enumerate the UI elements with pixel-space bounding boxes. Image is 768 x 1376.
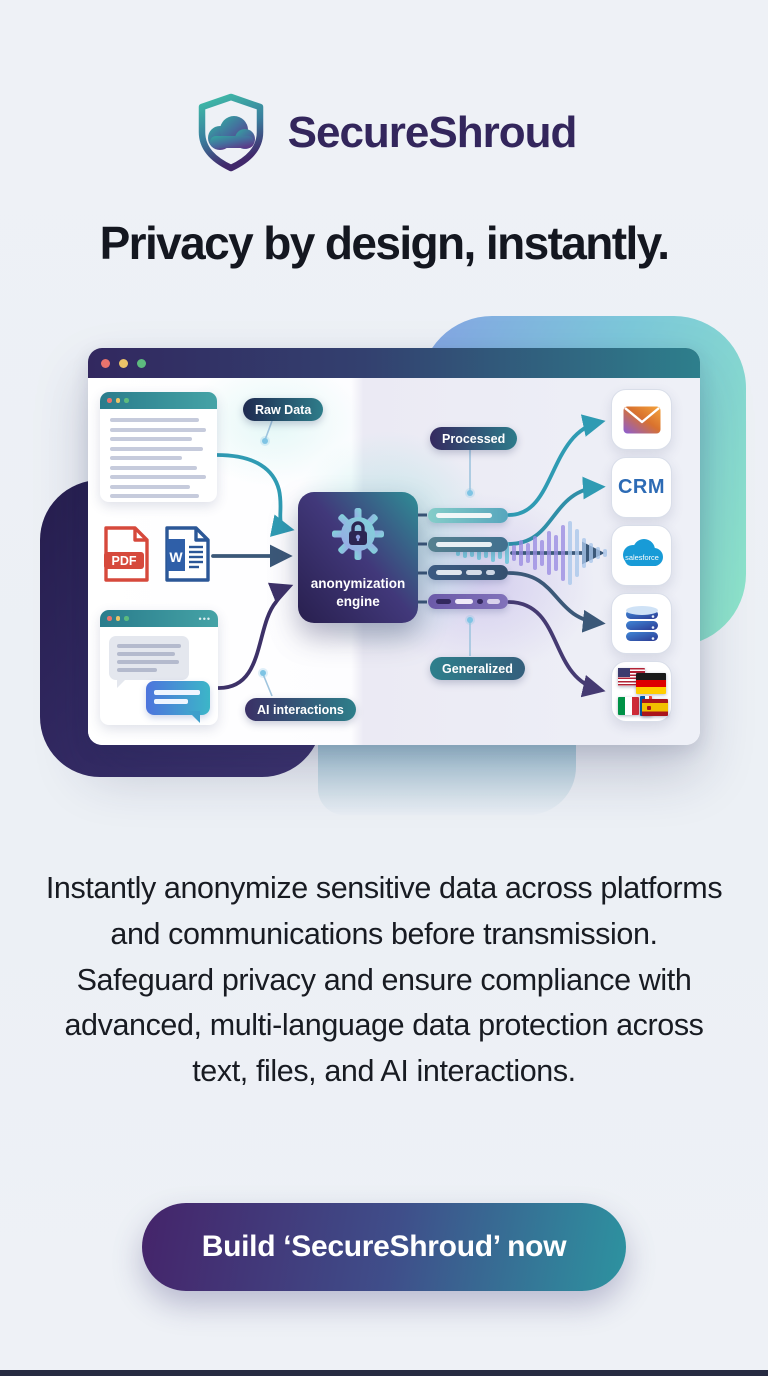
database-tile [611, 593, 672, 654]
window-content: PDF W ••• [88, 378, 700, 745]
close-window-dot [101, 358, 110, 368]
browser-window: PDF W ••• [88, 348, 700, 745]
logo: SecureShroud [0, 92, 768, 174]
document-window [100, 392, 217, 502]
bottom-bar [0, 1370, 768, 1376]
chat-window-titlebar: ••• [100, 610, 218, 627]
description-text: Instantly anonymize sensitive data acros… [45, 871, 723, 1088]
build-cta-button[interactable]: Build ‘SecureShroud’ now [142, 1203, 626, 1291]
redacted-bar-4 [428, 594, 508, 609]
crm-tile: CRM [611, 457, 672, 518]
chat-window: ••• [100, 610, 218, 725]
languages-tile [611, 661, 672, 722]
spain-flag-icon [642, 699, 668, 716]
salesforce-label: salesforce [625, 553, 659, 562]
brand-name: SecureShroud [287, 108, 578, 157]
hero-illustration: PDF W ••• [0, 300, 768, 830]
word-file-icon: W [165, 526, 210, 582]
database-icon [625, 605, 658, 641]
germany-flag-icon [636, 673, 666, 694]
redacted-bar-3 [428, 565, 508, 580]
word-label: W [169, 549, 183, 565]
raw-data-dot [262, 438, 268, 444]
shield-cloud-logo-icon [198, 93, 263, 172]
pdf-file-icon: PDF [104, 526, 149, 582]
ai-interactions-dot [260, 670, 266, 676]
ai-interactions-label: AI interactions [245, 698, 356, 721]
minimize-window-dot [119, 358, 128, 368]
engine-label-line2: engine [336, 593, 380, 609]
email-tile [611, 389, 672, 450]
maximize-window-dot [137, 358, 146, 368]
italy-flag-icon [618, 697, 639, 715]
crm-label: CRM [617, 476, 666, 498]
document-window-titlebar [100, 392, 217, 409]
flags-icon [612, 661, 671, 722]
email-icon [623, 406, 660, 433]
salesforce-tile: salesforce [611, 525, 672, 586]
processed-bar-1 [428, 508, 508, 523]
generalized-dot [467, 617, 473, 623]
outgoing-chat-bubble [146, 681, 210, 723]
engine-label-line1: anonymization [310, 575, 406, 591]
incoming-chat-bubble [109, 636, 189, 688]
background-blob-paleblue [318, 745, 576, 815]
salesforce-icon: salesforce [622, 538, 663, 566]
gear-lock-icon [332, 508, 384, 560]
raw-data-label: Raw Data [243, 398, 324, 421]
window-titlebar [88, 348, 700, 378]
document-text-lines [100, 409, 217, 502]
generalized-label: Generalized [430, 657, 525, 680]
pdf-label: PDF [112, 554, 137, 568]
anonymization-engine-box: anonymization engine [298, 492, 418, 623]
page-title: Privacy by design, instantly. [99, 217, 670, 269]
processed-bar-2 [428, 537, 508, 552]
processed-dot [467, 490, 473, 496]
processed-label: Processed [430, 427, 518, 450]
